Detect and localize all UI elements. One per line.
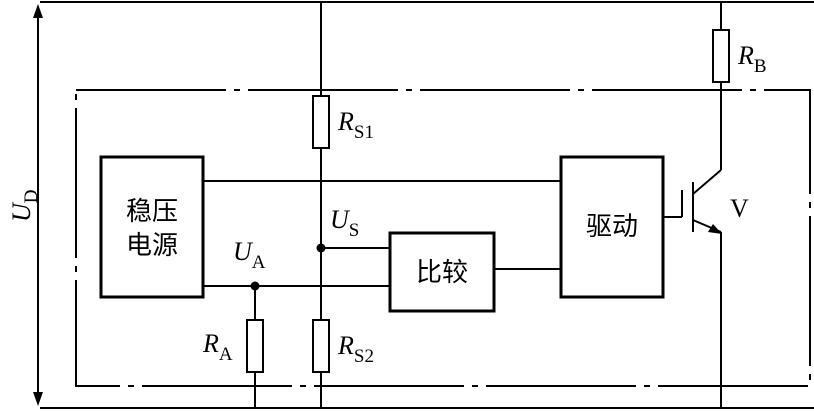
driver-label: 驱动 [586,212,638,242]
ic-enclosure [75,89,811,387]
regulator-label-line1: 稳压 [126,197,178,227]
ra-label: RA [202,329,233,365]
comparator-label: 比较 [416,258,468,288]
resistor-rs1 [312,95,330,149]
driver-block [559,155,665,299]
rs1-label: RS1 [337,107,374,143]
rb-label: RB [737,41,767,77]
regulator-label-line2: 电源 [126,231,178,261]
ua-label: UA [233,237,266,273]
ud-label: UD [7,189,42,222]
resistor-rb [712,29,730,83]
us-label: US [330,205,359,241]
rs2-label: RS2 [337,331,374,367]
igbt-transistor-icon [681,169,722,234]
resistor-rs2 [312,319,330,373]
transistor-label: V [730,194,749,223]
comparator-block [388,231,496,313]
regulator-block [99,155,205,299]
resistor-ra [246,319,264,373]
ud-arrow [33,4,43,406]
